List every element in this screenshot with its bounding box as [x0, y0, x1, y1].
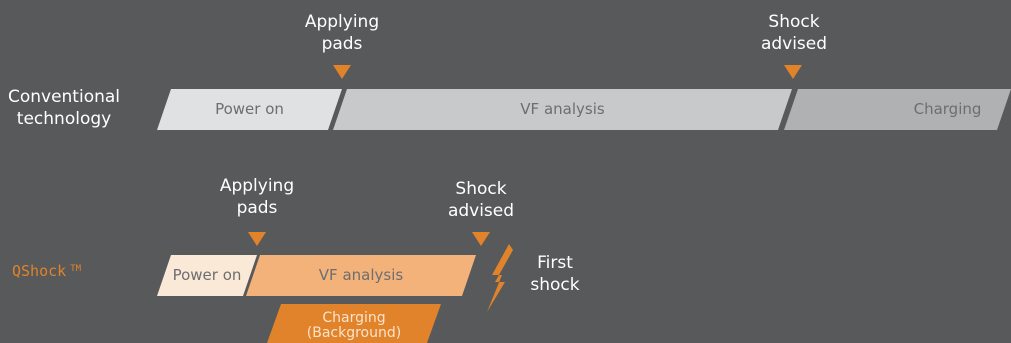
conventional-vf-analysis-segment: VF analysis	[333, 89, 792, 130]
qshock-charging-background-segment: Charging (Background)	[267, 304, 441, 343]
qshock-power-on-segment: Power on	[157, 255, 257, 296]
first-shock-label: First shock	[530, 253, 580, 295]
qshock-shock-advised-marker	[472, 232, 490, 246]
qshock-applying-pads-label: Applying pads	[219, 176, 295, 218]
conventional-applying-pads-marker	[333, 65, 351, 79]
conventional-row-label: Conventional technology	[7, 87, 121, 129]
trademark-symbol: TM	[70, 264, 82, 274]
conventional-applying-pads-label: Applying pads	[304, 12, 380, 54]
qshock-applying-pads-marker	[248, 232, 266, 246]
conventional-shock-advised-label: Shock advised	[760, 12, 828, 54]
conventional-power-on-segment: Power on	[157, 89, 342, 130]
conventional-shock-advised-marker	[784, 65, 802, 79]
lightning-bolt-icon	[487, 244, 513, 312]
qshock-shock-advised-label: Shock advised	[447, 179, 515, 221]
conventional-charging-segment: Charging	[784, 89, 1011, 130]
qshock-vf-analysis-segment: VF analysis	[246, 255, 476, 296]
